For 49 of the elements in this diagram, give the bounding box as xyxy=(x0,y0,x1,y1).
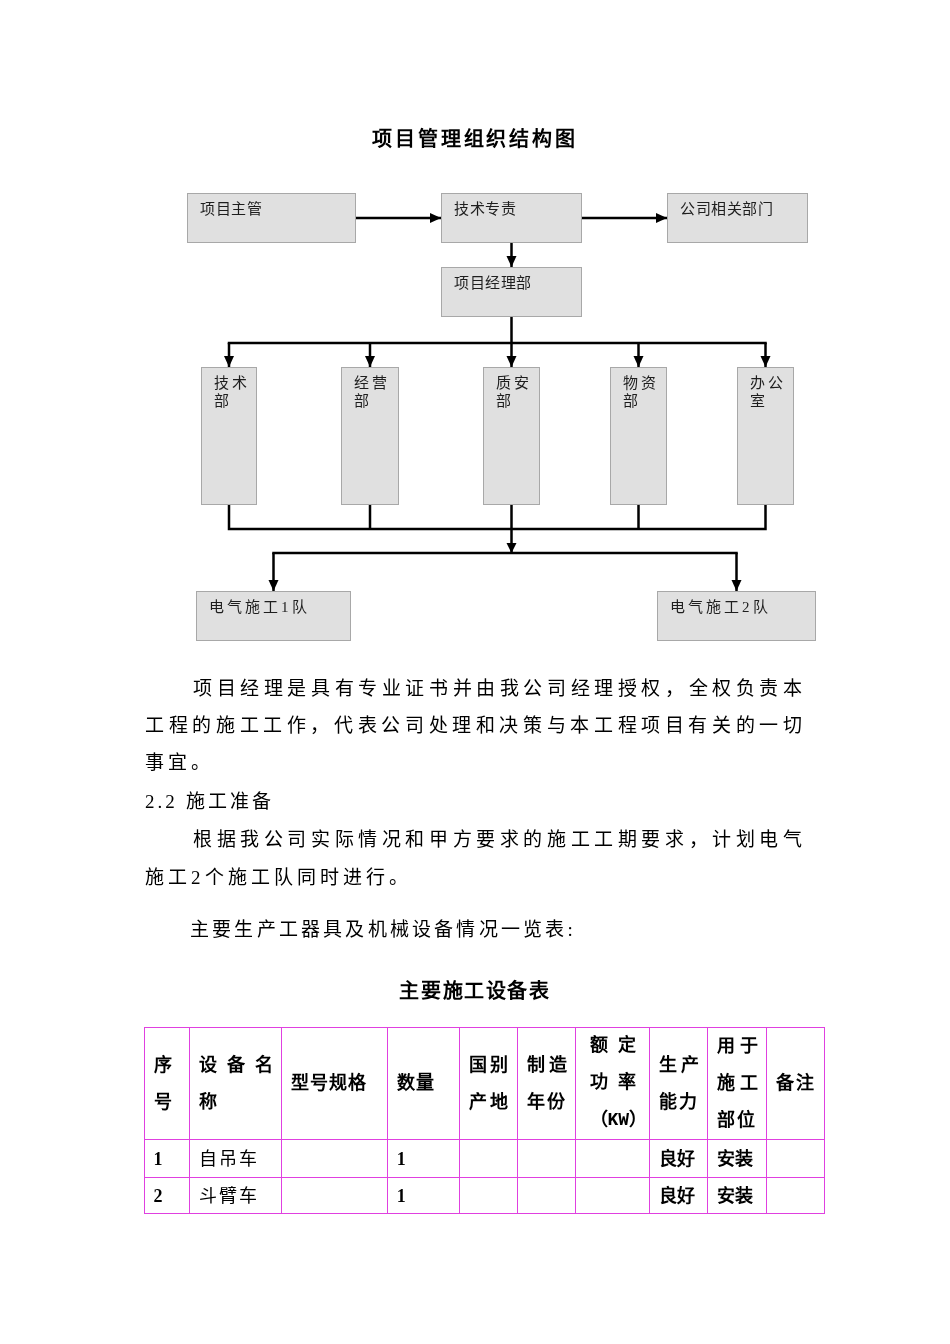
org-box: 公司相关部门 xyxy=(667,193,808,243)
table-cell: 2 xyxy=(144,1177,190,1214)
arrow xyxy=(731,553,742,591)
table-cell: 1 xyxy=(387,1139,460,1178)
paragraph: 主要生产工器具及机械设备情况一览表: xyxy=(190,917,576,942)
arrow xyxy=(633,343,644,367)
arrow xyxy=(356,213,441,223)
header-cell: 设备名称 xyxy=(189,1027,282,1140)
header-cell: 生产能力 xyxy=(649,1027,708,1140)
table-cell: 安装 xyxy=(707,1177,767,1214)
diagram-title: 项目管理组织结构图 xyxy=(372,127,578,151)
section-heading: 2.2 施工准备 xyxy=(145,789,274,814)
connector-line xyxy=(226,315,768,345)
table-cell: 良好 xyxy=(649,1177,708,1214)
arrow xyxy=(365,343,375,367)
org-box: 项目经理部 xyxy=(441,267,582,317)
table-cell: 斗臂车 xyxy=(189,1177,282,1214)
table-cell: 良好 xyxy=(649,1139,708,1178)
header-cell: 数量 xyxy=(387,1027,460,1140)
org-box: 技术部 xyxy=(201,367,257,505)
org-box: 电气施工2队 xyxy=(657,591,816,641)
header-cell: 国别产地 xyxy=(459,1027,518,1140)
table-cell: 1 xyxy=(387,1177,460,1214)
arrow xyxy=(506,343,517,367)
org-box: 技术专责 xyxy=(441,193,582,243)
header-cell: 型号规格 xyxy=(281,1027,388,1140)
table-cell: 1 xyxy=(144,1139,190,1178)
arrow xyxy=(582,213,667,223)
arrow xyxy=(268,553,279,591)
header-cell: 用于施工部位 xyxy=(707,1027,767,1140)
table-cell: 自吊车 xyxy=(189,1139,282,1178)
header-cell: 序号 xyxy=(144,1027,190,1140)
table-cell: 安装 xyxy=(707,1139,767,1178)
arrow xyxy=(760,343,771,367)
org-box: 经营部 xyxy=(341,367,399,505)
org-box: 物资部 xyxy=(610,367,667,505)
org-box: 项目主管 xyxy=(187,193,356,243)
paragraph: 项目经理是具有专业证书并由我公司经理授权，全权负责本工程的施工工作，代表公司处理和决策与本工程项目有关的一切事宜。 xyxy=(145,676,806,775)
org-box: 电气施工1队 xyxy=(196,591,351,641)
table-title: 主要施工设备表 xyxy=(399,979,551,1003)
arrow xyxy=(506,243,517,267)
org-box: 办公室 xyxy=(737,367,794,505)
arrow xyxy=(224,343,234,367)
merge-arrow xyxy=(226,503,768,555)
header-cell: 额定功率（KW） xyxy=(575,1027,650,1140)
paragraph: 根据我公司实际情况和甲方要求的施工工期要求，计划电气施工2个施工队同时进行。 xyxy=(145,828,806,890)
header-cell: 制造年份 xyxy=(517,1027,576,1140)
org-box: 质安部 xyxy=(483,367,540,505)
header-cell: 备注 xyxy=(766,1027,825,1140)
